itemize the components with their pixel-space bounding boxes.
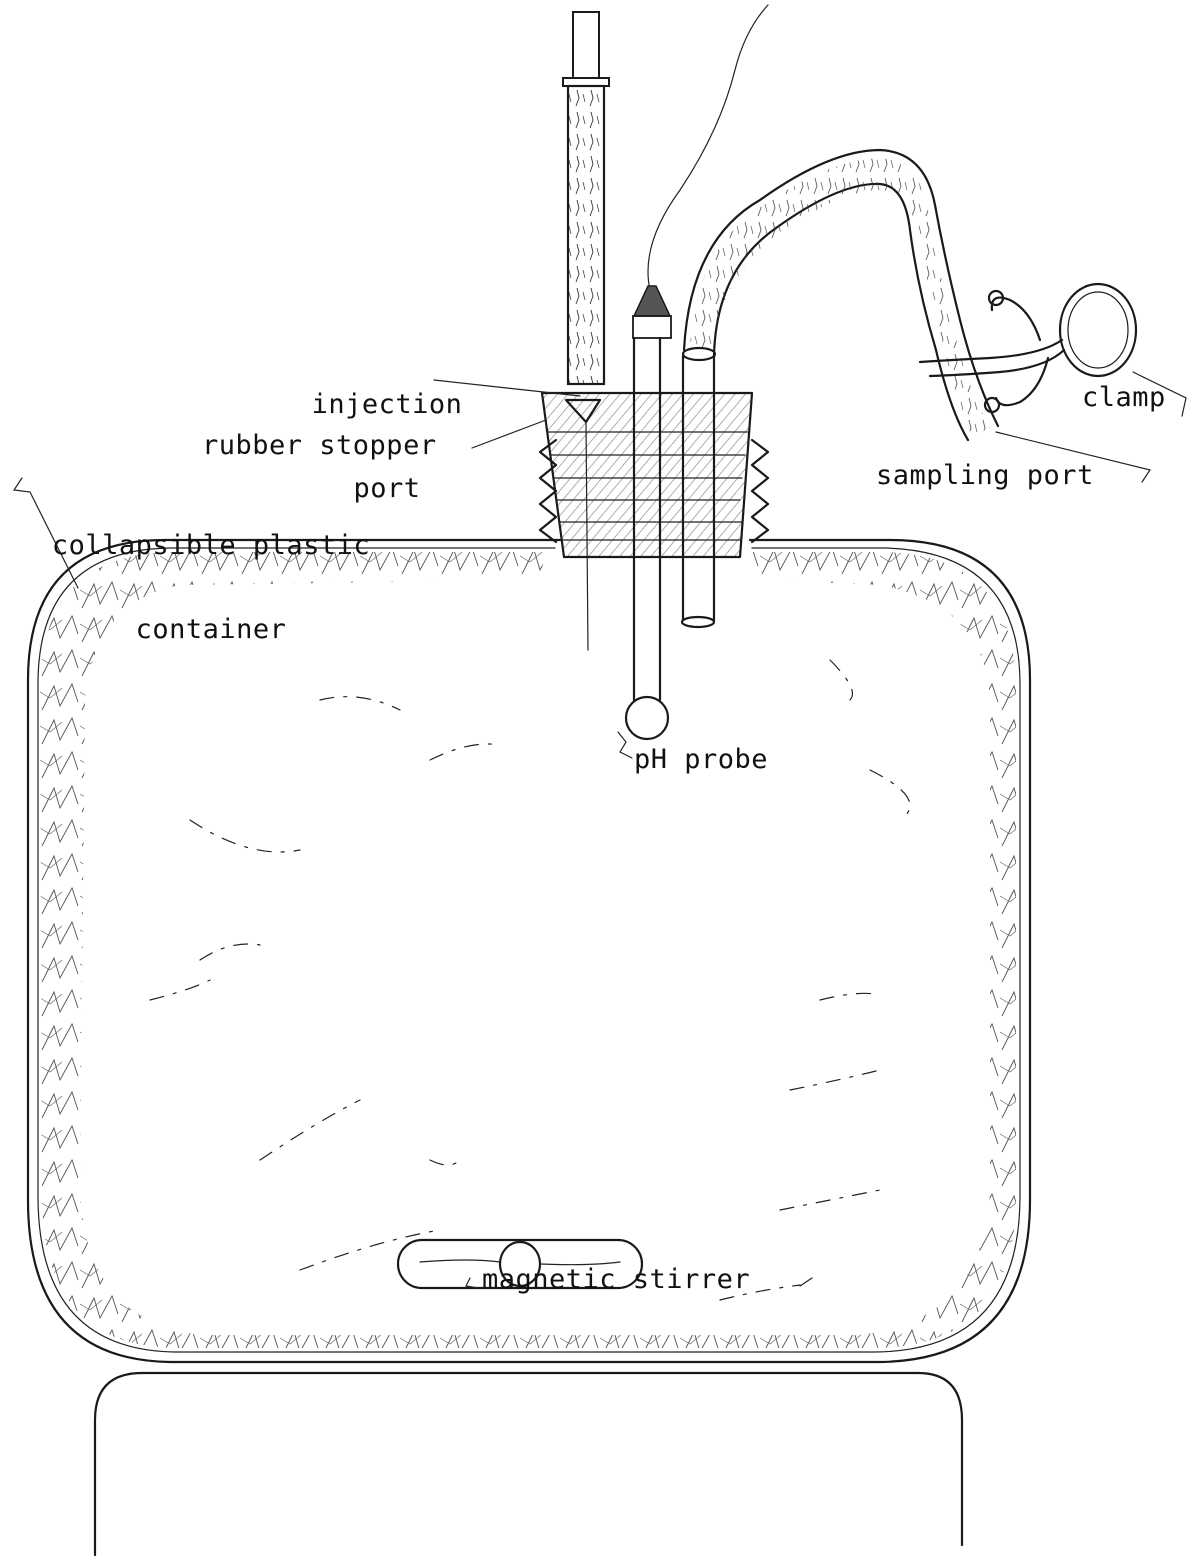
- label-sampling-port: sampling port: [876, 462, 1094, 490]
- label-container-line1: collapsible plastic: [22, 532, 400, 560]
- label-magnetic-stirrer: magnetic stirrer: [482, 1266, 750, 1294]
- label-ph-probe: pH probe: [634, 746, 768, 774]
- leader-stirrer-right: [800, 1278, 812, 1286]
- leader-rubber-stopper: [472, 420, 546, 448]
- stir-plate-base: [95, 1373, 962, 1555]
- label-rubber-stopper: rubber stopper: [202, 432, 437, 460]
- leader-stirrer-left: [466, 1278, 478, 1288]
- label-container-line2: container: [22, 616, 400, 644]
- label-clamp: clamp: [1082, 384, 1166, 412]
- label-collapsible-container: collapsible plastic container: [22, 476, 400, 672]
- leader-ph-probe: [618, 732, 632, 758]
- ph-probe: [626, 5, 768, 739]
- rubber-stopper: [542, 393, 752, 557]
- label-injection-port-line1: injection: [292, 391, 482, 419]
